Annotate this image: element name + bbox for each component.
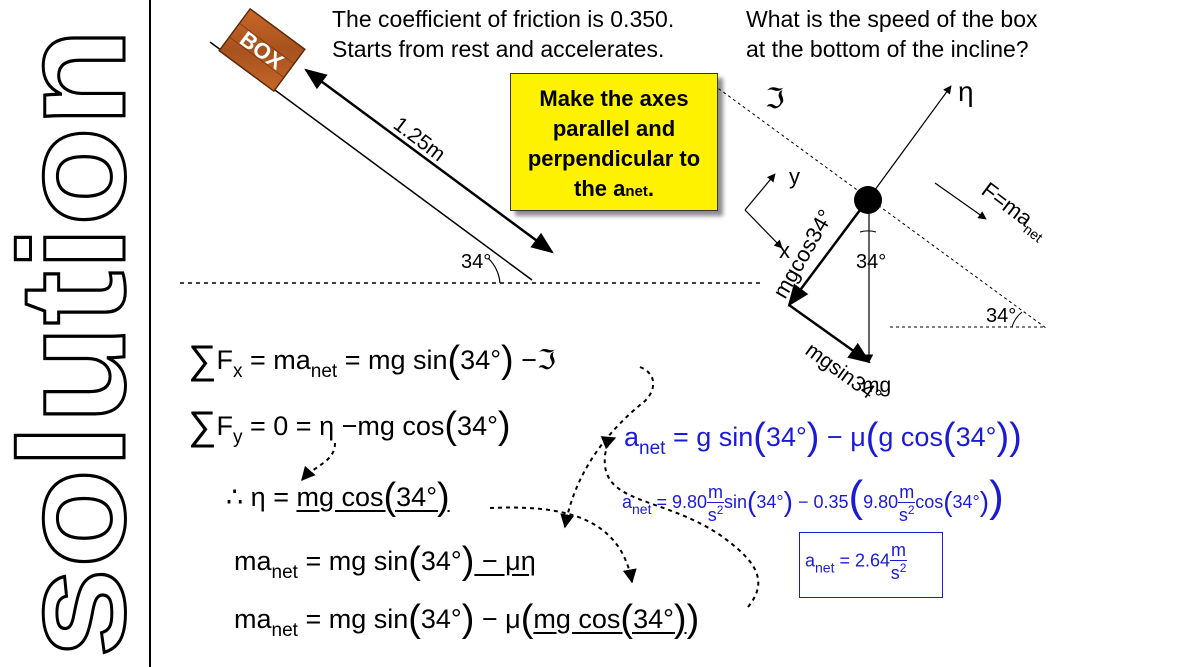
fbd-point-mass bbox=[854, 186, 882, 214]
friction-statement: The coefficient of friction is 0.350. bbox=[332, 6, 675, 32]
distance-arrow bbox=[304, 68, 554, 254]
connector-friction bbox=[560, 366, 655, 529]
incline-angle-arc bbox=[487, 257, 501, 284]
motion-statement: Starts from rest and accelerates. bbox=[332, 36, 665, 62]
axes-note: Make the axes parallel and perpendicular… bbox=[510, 73, 718, 211]
note-line-2: parallel and bbox=[552, 116, 676, 141]
net-force-label: F=manet bbox=[975, 177, 1053, 245]
note-line-1: Make the axes bbox=[539, 86, 689, 111]
anet-symbolic: anet = g sin(34°) − μ(g cos(34°)) bbox=[624, 416, 1022, 459]
right-angle-label: 34° bbox=[986, 305, 1016, 327]
x-axis-label: x bbox=[779, 238, 790, 263]
connector-result bbox=[600, 436, 760, 608]
newton-equation-2: manet = mg sin(34°) − μ(mg cos(34°)) bbox=[234, 598, 700, 641]
normal-force-arrow bbox=[868, 85, 952, 199]
parallel-component-arrow bbox=[788, 303, 871, 364]
header-right: What is the speed of the box at the bott… bbox=[746, 4, 1038, 64]
y-axis-arrow bbox=[744, 173, 776, 211]
weight-label: mg bbox=[862, 374, 891, 397]
incline-angle-label: 34° bbox=[461, 251, 491, 273]
sum-fy-equation: ∑Fy = 0 = η −mg cos(34°) bbox=[188, 404, 511, 448]
x-axis-arrow bbox=[744, 209, 783, 249]
newton-equation-1: manet = mg sin(34°) − μη bbox=[234, 540, 536, 583]
connector-normal bbox=[301, 442, 336, 482]
center-angle-label: 34° bbox=[856, 251, 886, 273]
side-title: solution bbox=[0, 27, 158, 660]
header-left: The coefficient of friction is 0.350. St… bbox=[332, 4, 674, 64]
net-force-arrow bbox=[934, 182, 987, 220]
question-line-2: at the bottom of the incline? bbox=[746, 36, 1029, 62]
fbd-angle-arc bbox=[1011, 311, 1023, 328]
friction-symbol: ℑ bbox=[765, 83, 785, 114]
perp-component-arrow bbox=[787, 197, 871, 307]
fbd-center-arc bbox=[859, 230, 877, 233]
sum-fx-equation: ∑Fx = manet = mg sin(34°) −ℑ bbox=[188, 338, 556, 382]
box: BOX bbox=[218, 7, 306, 93]
y-axis-label: y bbox=[789, 164, 800, 189]
note-line-4: the anet. bbox=[574, 176, 654, 201]
question-line-1: What is the speed of the box bbox=[746, 6, 1038, 32]
side-title-text: solution bbox=[0, 28, 156, 658]
side-divider bbox=[149, 0, 151, 667]
connector-mgcos bbox=[489, 506, 637, 584]
normal-force-equation: ∴ η = mg cos(34°) bbox=[226, 476, 450, 518]
normal-symbol: η bbox=[958, 76, 974, 107]
note-line-3: perpendicular to bbox=[527, 146, 701, 171]
